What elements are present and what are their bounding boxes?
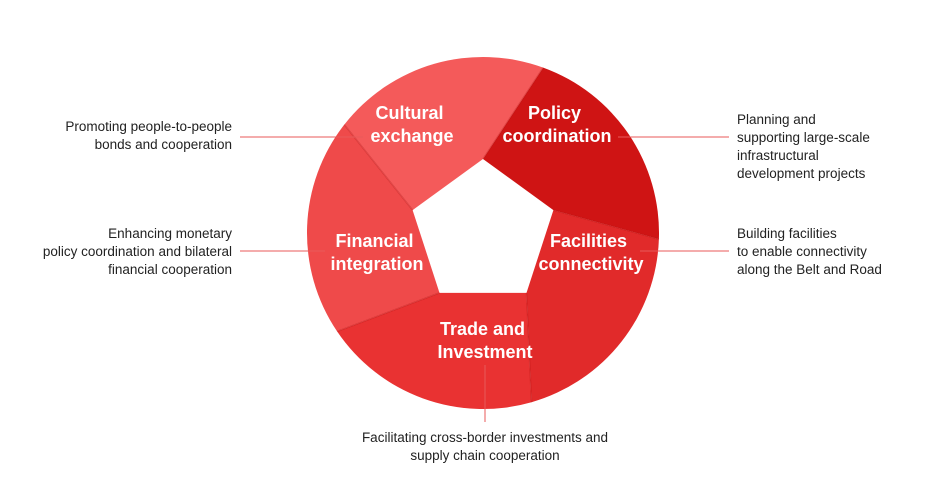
segment-label-financial-line2: integration	[331, 254, 424, 274]
segment-trade	[337, 292, 532, 410]
segment-separator	[336, 292, 440, 333]
segment-label-facilities-line2: connectivity	[538, 254, 643, 274]
segments-group	[306, 56, 660, 410]
segment-label-facilities-line1: Facilities	[550, 231, 627, 251]
segment-separator	[525, 292, 533, 403]
segment-financial	[306, 124, 440, 332]
segment-separator	[482, 67, 544, 160]
segment-policy	[483, 67, 660, 240]
segment-label-cultural-line1: Cultural	[375, 103, 443, 123]
segment-label-policy: Policy coordination	[503, 103, 612, 146]
description-facilities: Building facilities to enable connectivi…	[737, 226, 882, 277]
segment-label-cultural-line2: exchange	[370, 126, 453, 146]
segment-facilities	[526, 210, 659, 403]
segment-label-policy-line2: coordination	[503, 126, 612, 146]
segment-label-policy-line1: Policy	[528, 103, 581, 123]
leader-lines	[240, 136, 729, 422]
description-trade: Facilitating cross-border investments an…	[361, 430, 609, 463]
segment-label-trade-line2: Investment	[437, 342, 532, 362]
segment-label-financial: Financial integration	[331, 231, 424, 274]
segment-label-trade-line1: Trade and	[440, 319, 525, 339]
description-policy: Planning and supporting large-scale infr…	[737, 112, 870, 181]
segment-label-financial-line1: Financial	[335, 231, 413, 251]
description-cultural: Promoting people-to-people bonds and coo…	[65, 119, 232, 152]
description-financial: Enhancing monetary policy coordination a…	[42, 226, 232, 277]
segment-separators	[336, 67, 660, 403]
segment-separator	[343, 124, 414, 211]
segment-label-trade: Trade and Investment	[437, 319, 532, 362]
segment-separator	[553, 209, 660, 240]
segment-label-facilities: Facilities connectivity	[538, 231, 643, 274]
segment-cultural	[344, 56, 544, 211]
segment-label-cultural: Cultural exchange	[370, 103, 453, 146]
